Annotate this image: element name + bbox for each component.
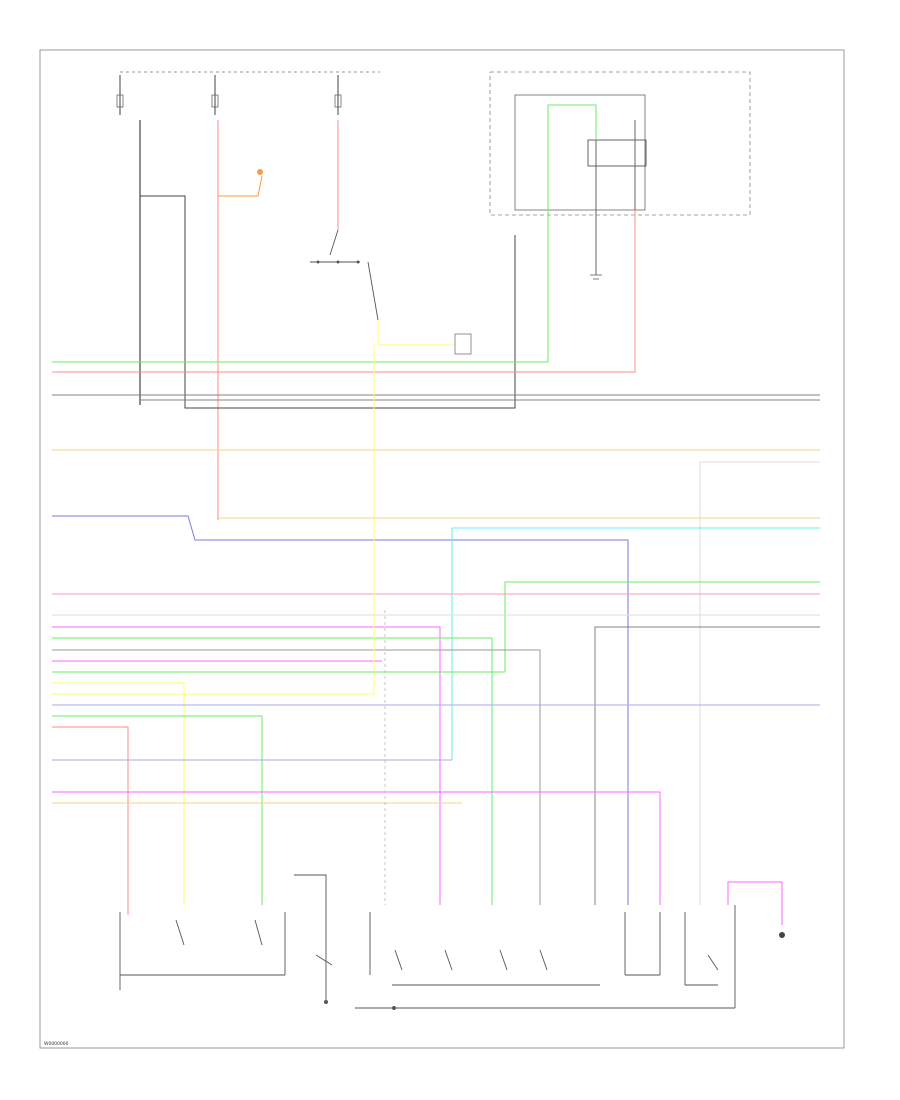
wire-vio-bus (52, 626, 441, 905)
ground-module (294, 874, 333, 1004)
ignition-switch (310, 229, 472, 355)
ground-branch (140, 195, 820, 409)
power-distribution-box (489, 71, 751, 280)
park-neutral-switch (119, 905, 286, 990)
wire-gray-drop (699, 461, 820, 905)
wire-red-drop (52, 726, 129, 905)
range-sensor-switches (355, 912, 735, 1010)
overdrive-indicator (727, 881, 785, 938)
footer-code: W0000000 (44, 1041, 69, 1047)
wire-grn-right (504, 581, 820, 672)
wire-yel-ign (52, 345, 375, 695)
wire-vio-right (52, 791, 661, 905)
fuse-feed-2 (211, 75, 263, 520)
fuse-feed-1 (116, 75, 141, 405)
wire-cyan-bus (451, 527, 820, 760)
wire-lt-grn-relay (52, 104, 597, 363)
wire-brn-right (594, 626, 820, 905)
fuse-feed-3 (334, 75, 342, 230)
wire-lt-grn-bus (52, 637, 493, 905)
brake-switches (624, 905, 736, 1008)
wire-red-relay (52, 210, 636, 373)
wire-lt-grn-drop (52, 715, 263, 905)
wire-gray-bus-2 (52, 649, 541, 905)
wire-blu-bus (52, 515, 629, 905)
diagram-frame (39, 49, 845, 1049)
wire-yel-bus (52, 682, 185, 905)
